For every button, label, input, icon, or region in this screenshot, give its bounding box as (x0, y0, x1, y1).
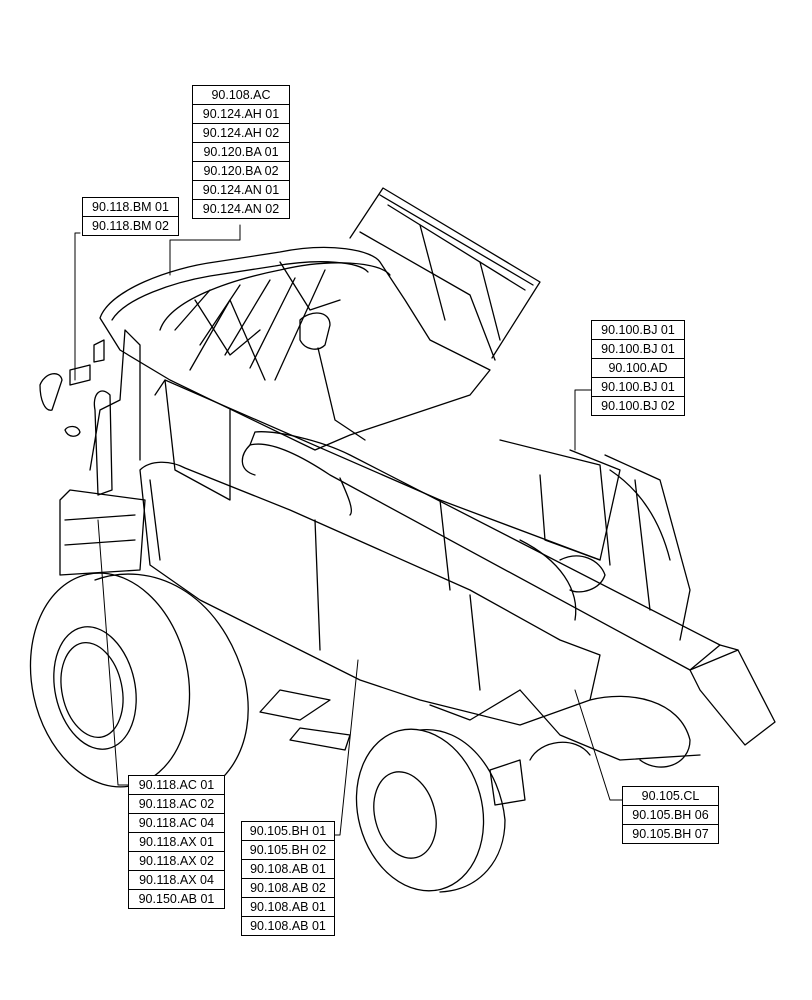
part-ref[interactable]: 90.118.BM 01 (83, 198, 178, 217)
part-ref[interactable]: 90.118.AC 02 (129, 795, 224, 814)
part-ref[interactable]: 90.105.BH 06 (623, 806, 718, 825)
part-ref[interactable]: 90.118.AX 02 (129, 852, 224, 871)
part-ref[interactable]: 90.124.AN 01 (193, 181, 289, 200)
part-ref[interactable]: 90.105.BH 02 (242, 841, 334, 860)
part-ref[interactable]: 90.118.AC 04 (129, 814, 224, 833)
callout-right-upper: 90.100.BJ 01 90.100.BJ 01 90.100.AD 90.1… (591, 320, 685, 416)
part-ref[interactable]: 90.108.AB 01 (250, 919, 326, 933)
part-ref[interactable]: 90.100.BJ 01 (592, 321, 684, 340)
part-ref[interactable]: 90.124.AN 02 (202, 202, 280, 216)
leader-lines (74, 224, 623, 836)
part-ref[interactable]: 90.118.BM 02 (92, 219, 169, 233)
callout-top: 90.108.AC 90.124.AH 01 90.124.AH 02 90.1… (192, 85, 290, 219)
part-ref[interactable]: 90.124.AH 01 (193, 105, 289, 124)
part-ref[interactable]: 90.100.BJ 01 (592, 378, 684, 397)
part-ref[interactable]: 90.105.BH 07 (632, 827, 709, 841)
part-ref[interactable]: 90.120.BA 02 (193, 162, 289, 181)
part-ref[interactable]: 90.150.AB 01 (138, 892, 215, 906)
callout-left-upper: 90.118.BM 01 90.118.BM 02 (82, 197, 179, 236)
part-ref[interactable]: 90.124.AH 02 (193, 124, 289, 143)
part-ref[interactable]: 90.100.AD (592, 359, 684, 378)
part-ref[interactable]: 90.105.BH 01 (242, 822, 334, 841)
part-ref[interactable]: 90.108.AB 01 (242, 860, 334, 879)
part-ref[interactable]: 90.108.AB 02 (242, 879, 334, 898)
callout-left-lower: 90.118.AC 01 90.118.AC 02 90.118.AC 04 9… (128, 775, 225, 909)
grain-tank (99, 187, 541, 501)
part-ref[interactable]: 90.105.CL (623, 787, 718, 806)
machine-body (39, 329, 701, 806)
part-ref[interactable]: 90.118.AX 01 (129, 833, 224, 852)
part-ref[interactable]: 90.108.AC (193, 86, 289, 105)
part-ref[interactable]: 90.120.BA 01 (193, 143, 289, 162)
part-ref[interactable]: 90.100.BJ 02 (601, 399, 675, 413)
part-ref[interactable]: 90.118.AC 01 (129, 776, 224, 795)
part-ref[interactable]: 90.100.BJ 01 (592, 340, 684, 359)
part-ref[interactable]: 90.118.AX 04 (129, 871, 224, 890)
part-ref[interactable]: 90.108.AB 01 (242, 898, 334, 917)
unloading-auger (241, 312, 776, 746)
callout-right-lower: 90.105.CL 90.105.BH 06 90.105.BH 07 (622, 786, 719, 844)
callout-center-lower: 90.105.BH 01 90.105.BH 02 90.108.AB 01 9… (241, 821, 335, 936)
